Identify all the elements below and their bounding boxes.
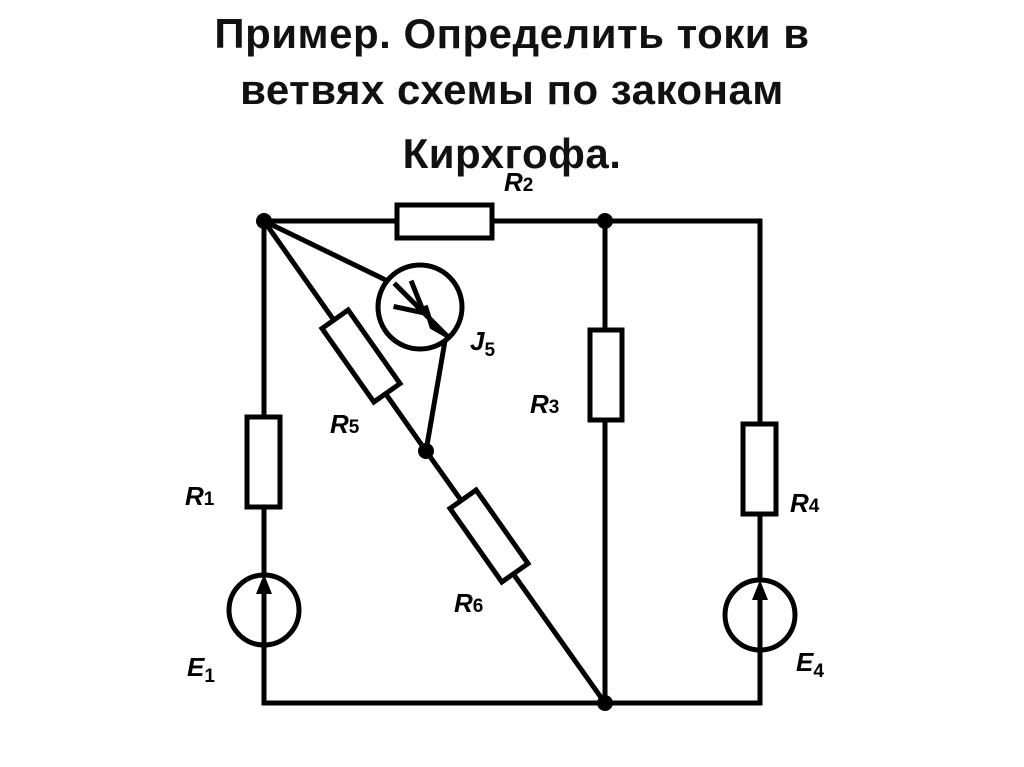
label-r6: R6 (454, 588, 483, 618)
resistor-r3 (587, 327, 625, 423)
source-j5 (375, 262, 465, 352)
wire-diagonal-lower (422, 447, 609, 707)
title-line-3: Кирхгофа. (402, 130, 622, 177)
label-r3: R3 (530, 389, 559, 419)
nodes (256, 213, 613, 711)
source-e4-arrow-head (752, 580, 768, 600)
label-r1: R1 (185, 481, 215, 511)
labels: R2 J5 R3 R5 R1 R4 R6 E1 E4 (185, 167, 824, 687)
wire-j5-out (423, 332, 449, 454)
page-title: Пример. Определить токи в ветвях схемы п… (0, 6, 1024, 182)
source-j5-arrow-head (393, 279, 429, 317)
source-e4 (722, 577, 798, 653)
resistors (244, 202, 779, 586)
resistor-r4 (740, 421, 779, 517)
source-e1-arrow-head (256, 574, 272, 594)
node-bottom (597, 695, 613, 711)
source-e1 (226, 572, 302, 648)
node-top-left (256, 213, 272, 229)
label-e1: E1 (187, 652, 215, 687)
label-j5: J5 (470, 326, 495, 361)
wire-j5-in (260, 217, 400, 289)
title-line-2: ветвях схемы по законам (240, 66, 784, 113)
resistor-r6 (446, 486, 532, 586)
label-e4: E4 (796, 647, 824, 682)
wires (260, 217, 763, 707)
label-r2: R2 (504, 167, 533, 197)
node-top-mid (597, 213, 613, 229)
resistor-r1 (244, 414, 283, 510)
title-line-1: Пример. Определить токи в (214, 10, 810, 57)
node-diagonal-mid (418, 443, 434, 459)
source-j5-arrow-tail (422, 304, 450, 339)
resistor-r2 (394, 202, 495, 241)
resistor-r5 (318, 306, 404, 406)
label-r5: R5 (330, 409, 360, 439)
label-r4: R4 (790, 488, 820, 518)
